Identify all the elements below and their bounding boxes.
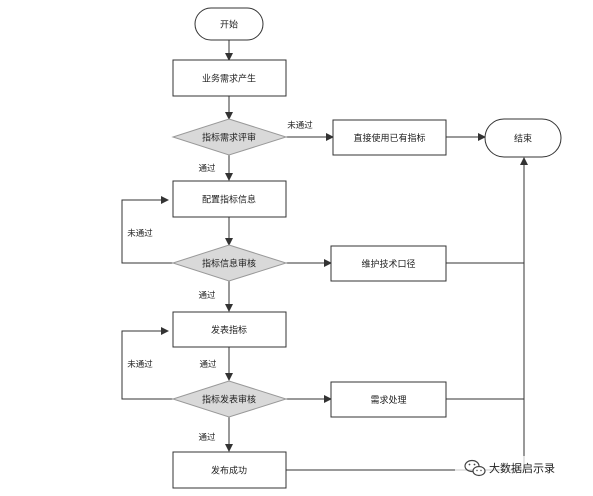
node-maintain: 维护技术口径 <box>330 245 447 282</box>
edge-label-review-fail: 未通过 <box>287 120 313 131</box>
node-demand-label: 业务需求产生 <box>202 73 256 85</box>
edge-label-publish-pass: 通过 <box>198 432 216 443</box>
node-publish-review-label: 指标发表审核 <box>202 394 256 406</box>
edge-label-publish-pass-top: 通过 <box>199 359 217 370</box>
node-end-label: 结束 <box>514 133 532 145</box>
node-review-label: 指标需求评审 <box>202 132 256 144</box>
node-info-review: 指标信息审核 <box>171 244 288 282</box>
node-demand: 业务需求产生 <box>172 59 287 97</box>
watermark-text: 大数据启示录 <box>489 461 555 475</box>
edge-label-publish-fail: 未通过 <box>127 359 153 370</box>
node-info-review-label: 指标信息审核 <box>202 258 256 270</box>
node-end: 结束 <box>484 118 562 158</box>
node-publish-label: 发表指标 <box>211 324 247 336</box>
node-config: 配置指标信息 <box>172 180 287 218</box>
node-handle: 需求处理 <box>330 381 447 418</box>
edge-info-review-loop <box>121 196 173 264</box>
node-config-label: 配置指标信息 <box>202 194 256 206</box>
node-use-existing-label: 直接使用已有指标 <box>353 132 425 144</box>
node-success: 发布成功 <box>172 451 287 489</box>
edge-publish-review-loop <box>121 327 173 400</box>
node-start: 开始 <box>194 7 264 41</box>
node-start-label: 开始 <box>220 19 238 31</box>
node-review: 指标需求评审 <box>171 118 288 156</box>
node-maintain-label: 维护技术口径 <box>361 258 415 270</box>
node-success-label: 发布成功 <box>211 465 247 477</box>
node-publish-review: 指标发表审核 <box>171 380 288 418</box>
node-publish: 发表指标 <box>172 311 287 348</box>
edge-label-review-pass: 通过 <box>198 163 216 174</box>
watermark: 大数据启示录 <box>455 456 588 480</box>
wechat-icon <box>464 459 486 477</box>
edge-label-info-pass: 通过 <box>198 290 216 301</box>
node-use-existing: 直接使用已有指标 <box>332 119 447 156</box>
node-handle-label: 需求处理 <box>370 394 406 406</box>
edge-label-info-fail: 未通过 <box>127 228 153 239</box>
edges <box>121 40 528 471</box>
